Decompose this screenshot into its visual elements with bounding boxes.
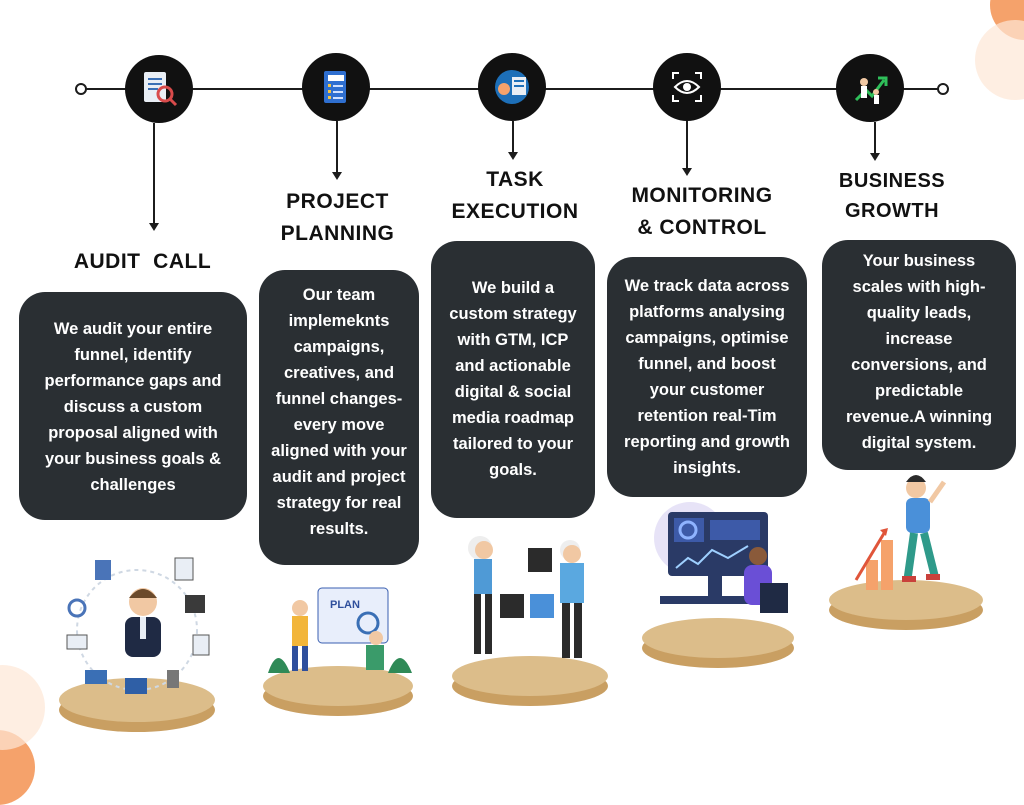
step-title-audit-call: AUDIT CALL [73, 250, 212, 273]
timeline-start-dot [75, 83, 87, 95]
connector-business-growth [874, 122, 876, 154]
eye-focus-icon [672, 72, 702, 102]
analyst-at-monitor-illustration [642, 502, 794, 668]
connector-monitoring-control [686, 121, 688, 169]
connector-task-execution [512, 121, 514, 153]
connector-project-planning [336, 121, 338, 173]
step-node-task-execution [478, 53, 546, 121]
audit-document-icon [144, 72, 178, 107]
corner-decoration-top-right-ring [975, 20, 1024, 100]
step-node-business-growth [836, 54, 904, 122]
task-dashboard-icon [495, 70, 529, 104]
growth-chart-icon [854, 76, 888, 104]
timeline-end-dot [937, 83, 949, 95]
step-node-audit-call [125, 55, 193, 123]
arrowhead-task-execution [508, 152, 518, 160]
arrowhead-business-growth [870, 153, 880, 161]
corner-decoration-bottom-left-ring [0, 665, 45, 750]
auditor-with-icons-illustration [59, 557, 215, 732]
arrowhead-monitoring-control [682, 168, 692, 176]
step-node-monitoring-control [653, 53, 721, 121]
svg-text:PLAN: PLAN [330, 599, 360, 611]
puzzle-team-illustration [452, 536, 608, 706]
plan-book-icon [324, 71, 346, 103]
connector-audit-call [153, 123, 155, 223]
growth-person-illustration [829, 475, 983, 630]
step-node-project-planning [302, 53, 370, 121]
arrowhead-audit-call [149, 223, 159, 231]
planning-team-illustration: PLAN [263, 587, 413, 716]
arrowhead-project-planning [332, 172, 342, 180]
step-title-monitoring-control: MONITORING& CONTROL [631, 184, 773, 239]
